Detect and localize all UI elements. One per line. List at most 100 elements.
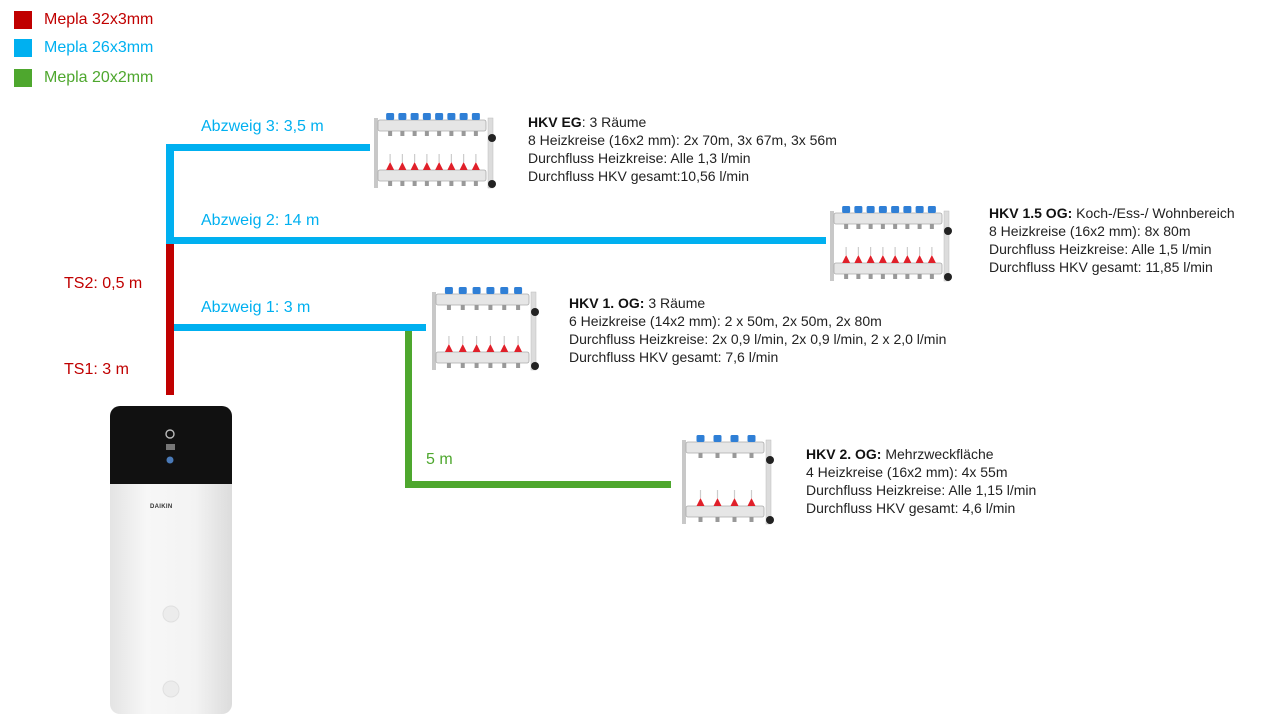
info-line: Durchfluss Heizkreise: Alle 1,5 l/min: [989, 241, 1212, 257]
red-flow-meter-icon: [444, 344, 453, 352]
info-title: HKV EG: [528, 114, 582, 130]
manifold-supply-bar: [833, 212, 943, 225]
flow-meter-stem: [931, 247, 933, 255]
manifold-frame: [682, 440, 686, 524]
red-flow-meter-icon: [854, 255, 863, 263]
display-icon: [166, 444, 175, 450]
red-flow-meter-icon: [903, 255, 912, 263]
red-flow-meter-icon: [747, 498, 756, 506]
blue-valve-cap-icon: [447, 113, 456, 120]
red-flow-meter-icon: [878, 255, 887, 263]
manifold-flowmeter: [530, 291, 537, 371]
flow-meter-stem: [414, 154, 416, 162]
blue-valve-cap-icon: [866, 206, 875, 213]
pipe-green-horizontal: [405, 481, 671, 488]
blue-valve-cap-icon: [854, 206, 863, 213]
outlet-fitting: [732, 517, 737, 522]
info-line: Durchfluss Heizkreise: Alle 1,3 l/min: [528, 150, 751, 166]
manifold-flowmeter: [487, 117, 494, 189]
outlet-fitting: [488, 305, 493, 310]
outlet-fitting: [449, 131, 454, 136]
info-hkv-1-og: HKV 1. OG: 3 Räume 6 Heizkreise (14x2 mm…: [569, 294, 946, 366]
outlet-fitting: [749, 453, 754, 458]
blue-valve-cap-icon: [891, 206, 900, 213]
manifold-hkv-2-og: [682, 435, 774, 525]
outlet-fitting: [488, 363, 493, 368]
label-abzweig-1: Abzweig 1: 3 m: [201, 299, 311, 316]
outlet-fitting: [424, 181, 429, 186]
info-title-line: HKV 1.5 OG: Koch-/Ess-/ Wohnbereich: [989, 204, 1235, 222]
outlet-fitting: [905, 274, 910, 279]
blue-valve-cap-icon: [514, 287, 523, 294]
red-flow-meter-icon: [459, 162, 468, 170]
info-subtitle: : 3 Räume: [581, 114, 647, 130]
blue-valve-cap-icon: [500, 287, 509, 294]
heat-pump-control-panel: [110, 406, 232, 484]
outlet-fitting: [474, 305, 479, 310]
outlet-fitting: [516, 305, 521, 310]
outlet-fitting: [856, 224, 861, 229]
flow-meter-stem: [733, 490, 736, 498]
heat-pump-body: DAIKIN: [110, 484, 232, 714]
outlet-fitting: [388, 131, 393, 136]
flow-meter-stem: [857, 247, 859, 255]
red-flow-meter-icon: [730, 498, 739, 506]
blue-valve-cap-icon: [458, 287, 467, 294]
legend-swatch-red: [14, 11, 32, 29]
blue-valve-cap-icon: [486, 287, 495, 294]
info-line: Durchfluss Heizkreise: 2x 0,9 l/min, 2x …: [569, 331, 947, 347]
manifold-hkv-1-5-og: [830, 206, 952, 282]
info-title: HKV 1. OG:: [569, 295, 645, 311]
info-line: 8 Heizkreise (16x2 mm): 2x 70m, 3x 67m, …: [528, 132, 837, 148]
flow-meter-stem: [906, 247, 908, 255]
manifold-flowmeter: [943, 210, 950, 282]
info-line: Durchfluss HKV gesamt: 4,6 l/min: [806, 500, 1016, 516]
flow-meter-stem: [503, 336, 505, 344]
red-flow-meter-icon: [842, 255, 851, 263]
flow-meter-stem: [389, 154, 391, 162]
outlet-fitting: [715, 453, 720, 458]
legend-label: Mepla 20x2mm: [44, 69, 154, 86]
blue-valve-cap-icon: [471, 113, 480, 120]
flow-meter-stem: [426, 154, 428, 162]
legend-swatch-blue: [14, 39, 32, 57]
outlet-fitting: [412, 181, 417, 186]
manifold-frame: [830, 211, 834, 281]
info-title: HKV 2. OG:: [806, 446, 882, 462]
flow-meter-stem: [517, 336, 519, 344]
valve-knob-icon: [488, 180, 496, 188]
flow-meter-stem: [716, 490, 719, 498]
outlet-fitting: [446, 363, 451, 368]
outlet-fitting: [868, 224, 873, 229]
info-line: Durchfluss HKV gesamt:10,56 l/min: [528, 168, 749, 184]
info-subtitle: Koch-/Ess-/ Wohnbereich: [1072, 205, 1235, 221]
valve-knob-icon: [944, 273, 952, 281]
label-ts2: TS2: 0,5 m: [64, 275, 143, 292]
red-flow-meter-icon: [447, 162, 456, 170]
blue-valve-cap-icon: [459, 113, 468, 120]
manifold-return-bar: [833, 262, 943, 275]
info-line: 6 Heizkreise (14x2 mm): 2 x 50m, 2x 50m,…: [569, 313, 882, 329]
blue-valve-cap-icon: [386, 113, 395, 120]
outlet-fitting: [868, 274, 873, 279]
outlet-fitting: [424, 131, 429, 136]
flow-meter-stem: [450, 154, 452, 162]
manifold-hkv-1-og: [432, 287, 539, 371]
legend-label: Mepla 26x3mm: [44, 39, 154, 56]
manifold-hkv-eg: [374, 113, 496, 189]
outlet-fitting: [473, 131, 478, 136]
blue-valve-cap-icon: [444, 287, 453, 294]
manifold-frame: [374, 118, 378, 188]
outlet-fitting: [460, 363, 465, 368]
pipe-abzweig-2: [174, 237, 826, 244]
blue-valve-cap-icon: [398, 113, 407, 120]
heat-pump-unit: DAIKIN: [110, 406, 232, 714]
valve-knob-icon: [531, 308, 539, 316]
outlet-fitting: [460, 305, 465, 310]
red-flow-meter-icon: [471, 162, 480, 170]
label-abzweig-2: Abzweig 2: 14 m: [201, 212, 320, 229]
pipe-abzweig-1: [174, 324, 426, 331]
flow-meter-stem: [870, 247, 872, 255]
blue-valve-cap-icon: [410, 113, 419, 120]
flow-meter-stem: [882, 247, 884, 255]
